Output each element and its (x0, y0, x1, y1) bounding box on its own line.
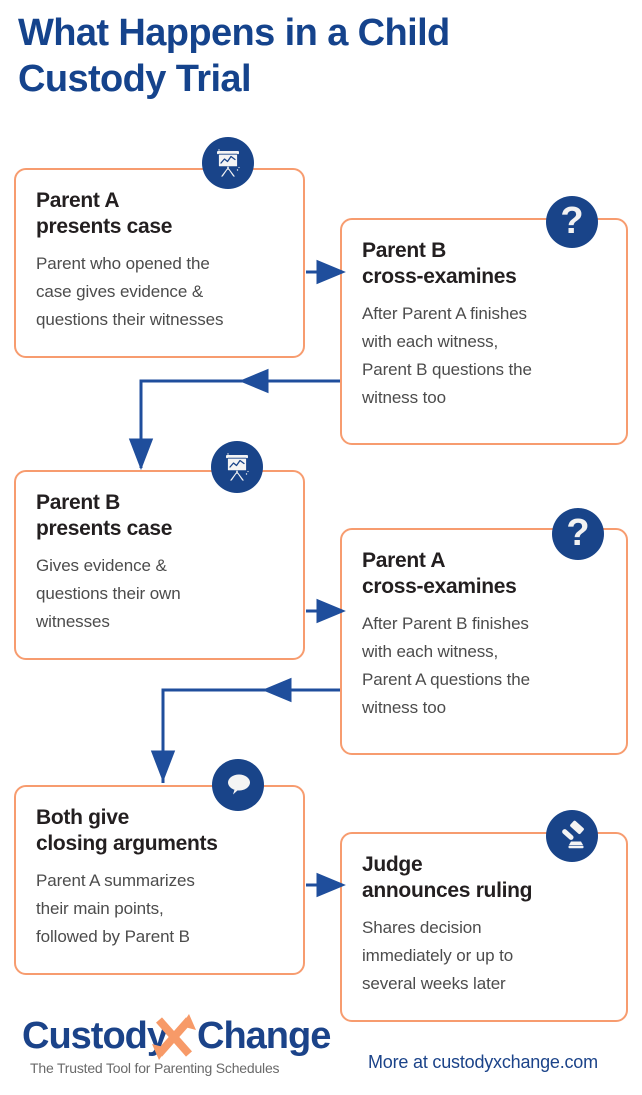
custodyxchange-logo[interactable]: Custody Change The Trusted Tool for Paren… (22, 1014, 331, 1080)
step-heading: Parent A presents case (36, 189, 173, 238)
logo-word-custody: Custody (22, 1015, 168, 1057)
step-body: Parent who opened the case gives evidenc… (36, 254, 224, 329)
step-body: Shares decision immediately or up to sev… (362, 918, 514, 993)
step-card-both-give-closing-arguments[interactable]: Both give closing arguments Parent A sum… (14, 785, 305, 975)
logo-tagline: The Trusted Tool for Parenting Schedules (30, 1060, 280, 1076)
question-mark-glyph: ? (566, 511, 590, 554)
step-body: Gives evidence & questions their own wit… (36, 556, 181, 631)
presentation-easel-icon (211, 441, 263, 493)
gavel-icon (546, 810, 598, 862)
step-card-parent-a-cross-examines[interactable]: Parent A cross-examines After Parent B f… (340, 528, 628, 755)
logo-word-change: Change (197, 1015, 331, 1057)
footer-website-link[interactable]: More at custodyxchange.com (368, 1052, 598, 1072)
step-heading: Parent A cross-examines (362, 549, 517, 598)
step-heading: Parent B presents case (36, 491, 173, 540)
question-mark-icon: ? (546, 196, 598, 248)
step-body: Parent A summarizes their main points, f… (36, 871, 195, 946)
step-card-parent-a-presents-case[interactable]: Parent A presents case Parent who opened… (14, 168, 305, 358)
question-mark-icon: ? (552, 508, 604, 560)
presentation-easel-icon (202, 137, 254, 189)
step-body: After Parent A finishes with each witnes… (362, 304, 532, 407)
question-mark-glyph: ? (560, 199, 584, 242)
step-body: After Parent B finishes with each witnes… (362, 614, 530, 717)
page-title: What Happens in a Child Custody Trial (18, 12, 450, 100)
logo-wordmark: Custody Change (22, 1014, 331, 1058)
step-card-parent-b-cross-examines[interactable]: Parent B cross-examines After Parent A f… (340, 218, 628, 445)
logo-x-arrow-icon (152, 1014, 196, 1060)
step-card-parent-b-presents-case[interactable]: Parent B presents case Gives evidence & … (14, 470, 305, 660)
step-heading: Both give closing arguments (36, 806, 218, 855)
step-heading: Judge announces ruling (362, 853, 533, 902)
speech-bubble-icon (212, 759, 264, 811)
step-heading: Parent B cross-examines (362, 239, 517, 288)
step-card-judge-announces-ruling[interactable]: Judge announces ruling Shares decision i… (340, 832, 628, 1022)
